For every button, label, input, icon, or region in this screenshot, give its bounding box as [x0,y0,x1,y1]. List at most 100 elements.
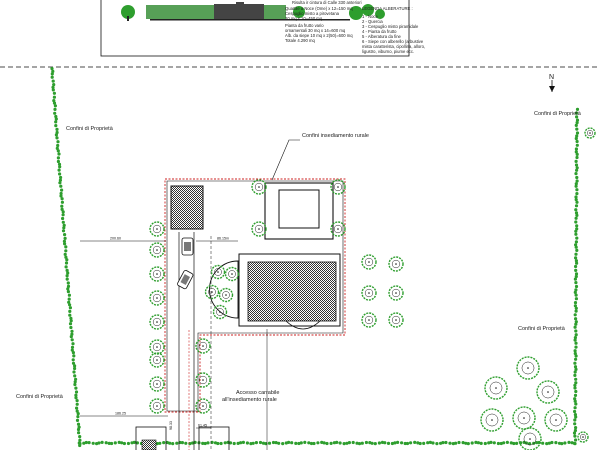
hedge-shrub [56,159,61,164]
hedge-shrub [51,88,55,92]
dimension-lines: 200.60 86.15m 186.25 98.33 61.45 [80,237,238,430]
hedge-shrub [575,131,580,135]
tree-icon [512,406,536,430]
driveway [178,232,195,450]
dimension-label: 61.45 [198,424,207,428]
tree-icon [149,376,165,392]
hedge-shrub [50,67,54,71]
hedge-shrub [335,440,339,444]
hedge-shrub [573,304,578,308]
hedge-shrub [126,441,130,446]
hedge-shrub [69,316,73,320]
hedge-shrub [117,440,121,444]
hedge-shrub [574,136,578,141]
hedge-shrub [69,319,73,323]
hedge-shrub [470,441,474,445]
hedge-shrub [575,188,579,192]
north-arrow: N [549,74,555,92]
hedge-shrub [68,303,72,307]
hedge-shrub [528,442,532,446]
hedge-shrub [68,306,72,310]
hedge-shrub [573,413,578,417]
hedge-shrub [574,232,578,236]
hedge-shrub [574,159,578,163]
hedge-shrub [53,107,57,111]
hedge-shrub [55,130,59,135]
hedge-shrub [76,412,80,416]
hedge-shrub [444,440,448,445]
hedge-shrub [574,268,578,272]
hedge-shrub [78,442,82,446]
hedge-shrub [373,442,377,446]
hedge-shrub [573,422,577,426]
hedge-shrub [184,441,188,445]
legend-title: LEGENDA ALBERATURE : [362,6,413,11]
hedge-shrub [122,441,126,446]
hedge-shrub [175,441,179,445]
tree-icon [149,221,165,237]
tree-icon [388,256,404,272]
hedge-shrub [307,441,311,445]
hedge-shrub [574,123,578,127]
hedge-shrub [191,441,195,445]
hedge-shrub [70,338,74,342]
hedge-shrub [113,441,117,445]
hedge-shrub [76,415,80,419]
tree-icon [149,290,165,306]
legend: LEGENDA ALBERATURE : 1 - Noce 2 - Querci… [362,6,425,54]
hedge-shrub [251,441,255,445]
hedge-shrub [329,441,333,445]
hedge-shrub [201,441,205,445]
hedge-shrub [316,441,320,445]
hedge-shrub [575,200,579,204]
hedge-shrub [54,117,58,121]
hedge-shrub [75,402,79,406]
tree-icon [584,127,596,139]
hedge-shrub [573,301,578,305]
hedge-shrub [65,277,69,281]
settlement-boundary [164,178,346,413]
hedge-shrub [474,440,478,444]
hedge-shrub [574,172,578,176]
hedge-shrub [502,441,506,445]
hedge-shrub [62,239,66,243]
hedge-shrub [574,229,578,233]
hedge-shrub [59,175,63,180]
tree-icon [361,254,377,270]
hedge-shrub [476,441,480,445]
hedge-shrub [535,441,539,445]
tree-icon [149,398,165,414]
hedge-shrub [574,377,578,381]
hedge-shrub [63,233,67,237]
hedge-shrub [290,441,294,445]
hedge-shrub [55,127,59,131]
hedge-shrub [563,441,567,445]
hedge-shrub [575,134,579,138]
hedge-shrub [58,165,62,169]
hedge-shrub [312,441,316,446]
hedge-shrub [58,172,62,176]
tree-icon [544,408,568,432]
hedge-shrub [377,441,381,445]
main-building-outline [238,253,341,327]
hedge-shrub [63,242,67,246]
hedge-shrub [574,184,578,188]
hedge-shrub [441,441,445,445]
hedge-shrub [435,442,439,446]
property-boundary-label-sw: Confini di Proprietà [16,394,64,400]
hedge-shrub [574,182,578,186]
hedge-shrub [390,441,394,446]
car-icon [181,237,194,256]
hedge-shrub [574,198,578,202]
hedge-shrub [575,155,579,160]
hedge-shrub [370,441,374,445]
hedge-shrub [61,220,65,224]
hedge-shrub [573,325,577,329]
hedge-shrub [574,150,578,154]
hedge-shrub [574,195,578,199]
quantity-line: ornamentali 30 mq x 14=600 mq [285,28,346,33]
hedge-shrub [409,441,413,445]
tree-icon [388,285,404,301]
hedge-shrub [223,441,227,445]
hedge-shrub [575,166,579,170]
